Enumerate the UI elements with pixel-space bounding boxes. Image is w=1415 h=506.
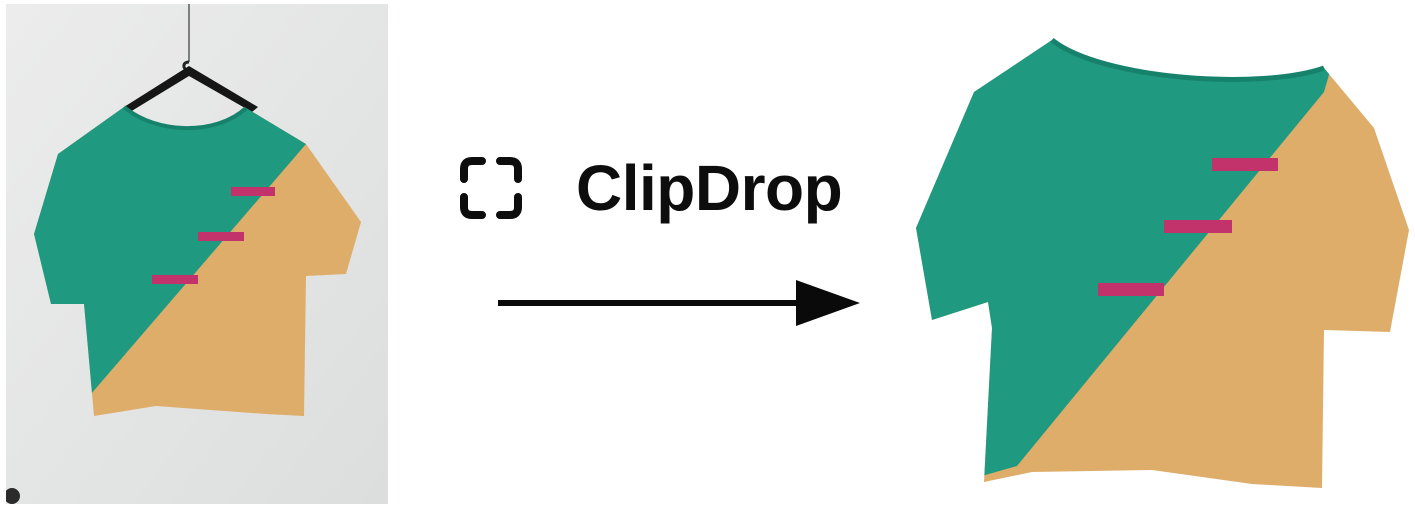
sweater-cutout: [916, 40, 1409, 488]
arrow-right-icon: [498, 280, 860, 326]
result-photo: [916, 38, 1409, 488]
brand-name: ClipDrop: [576, 152, 843, 224]
original-photo: [6, 4, 388, 504]
corner-object: [6, 488, 20, 504]
clipdrop-bracket-icon: [460, 157, 522, 219]
brand: ClipDrop: [458, 150, 843, 226]
